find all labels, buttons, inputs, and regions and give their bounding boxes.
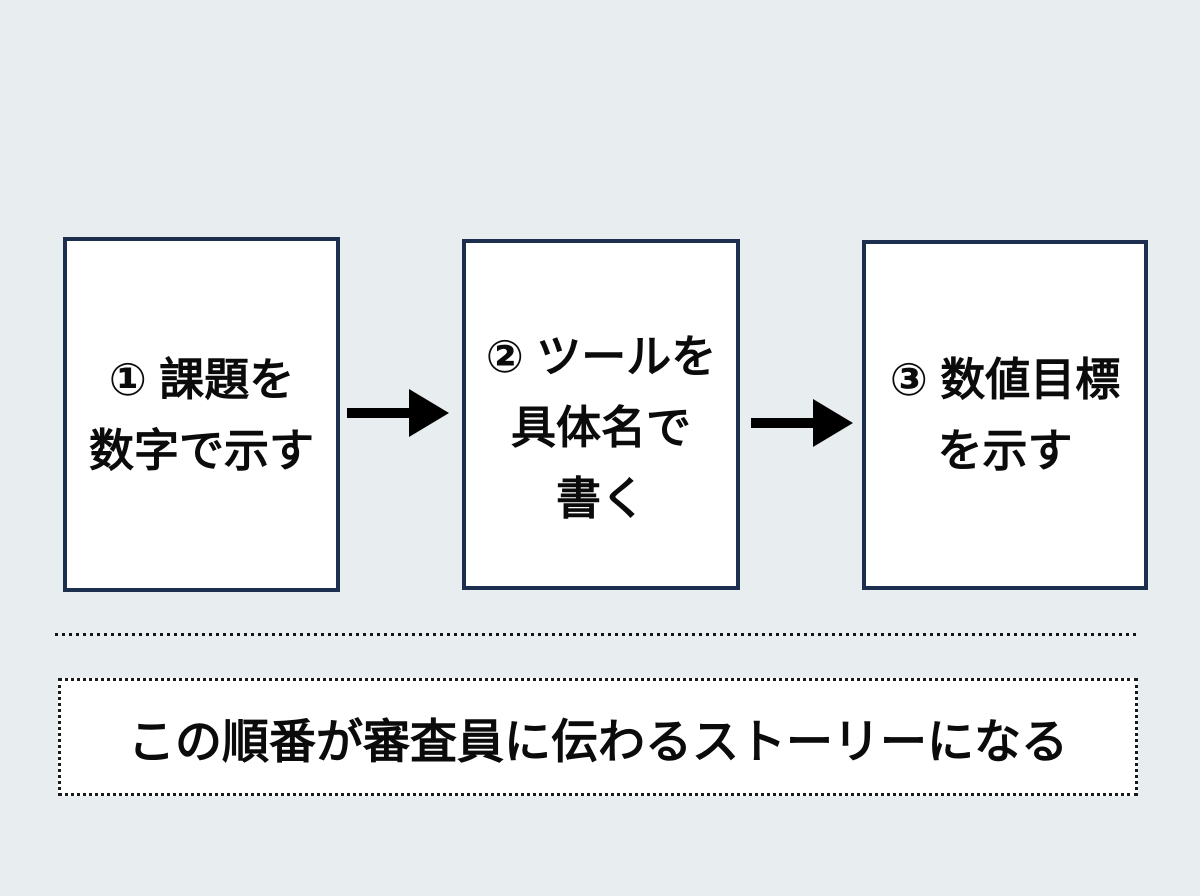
- arrow-right-icon: [751, 395, 853, 451]
- step-2-line-2: 具体名で: [510, 402, 691, 453]
- step-box-3: ③ 数値目標 を示す: [862, 240, 1148, 590]
- footer-note-box: この順番が審査員に伝わるストーリーになる: [58, 678, 1138, 796]
- arrow-right-icon: [347, 385, 449, 441]
- dotted-divider: [55, 633, 1140, 636]
- footer-note-text: この順番が審査員に伝わるストーリーになる: [128, 714, 1068, 768]
- step-2-line-1: ② ツールを: [485, 331, 717, 382]
- step-box-2: ② ツールを 具体名で 書く: [462, 239, 740, 590]
- step-3-line-2: を示す: [937, 425, 1073, 476]
- step-3-line-1: ③ 数値目標: [889, 354, 1121, 405]
- step-box-1: ① 課題を 数字で示す: [63, 237, 340, 592]
- step-1-line-2: 数字で示す: [88, 424, 314, 476]
- step-1-line-1: ① 課題を: [108, 353, 295, 405]
- step-2-line-3: 書く: [555, 473, 646, 524]
